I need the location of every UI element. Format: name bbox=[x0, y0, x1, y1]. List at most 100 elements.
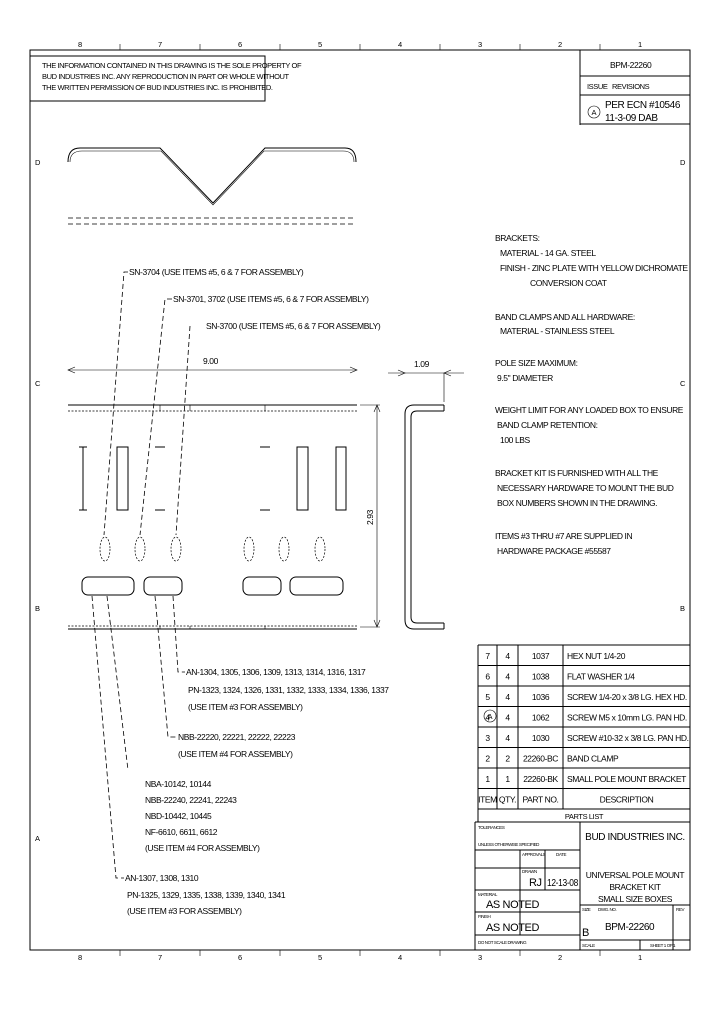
zone-col: 5 bbox=[318, 40, 322, 49]
height-dimension-value: 2.93 bbox=[365, 509, 375, 525]
callout-line: (USE ITEM #3 FOR ASSEMBLY) bbox=[188, 702, 303, 712]
note-line: BAND CLAMPS AND ALL HARDWARE: bbox=[495, 312, 635, 322]
note-line: NECESSARY HARDWARE TO MOUNT THE BUD bbox=[497, 483, 674, 493]
callout-sn3701: SN-3701, 3702 (USE ITEMS #5, 6 & 7 FOR A… bbox=[173, 294, 369, 304]
zone-col: 8 bbox=[78, 953, 82, 962]
issue-header: ISSUE bbox=[587, 82, 608, 91]
drawn-label: DRAWN bbox=[522, 869, 537, 874]
note-line: HARDWARE PACKAGE #55587 bbox=[497, 546, 611, 556]
note-line: FINISH - ZINC PLATE WITH YELLOW DICHROMA… bbox=[500, 263, 688, 273]
callout-line: NBA-10142, 10144 bbox=[145, 779, 212, 789]
zone-row: D bbox=[35, 158, 41, 167]
dwg-no-value: BPM-22260 bbox=[605, 922, 655, 933]
unless-label: UNLESS OTHERWISE SPECIFIED bbox=[478, 842, 540, 847]
parts-list-qty: 2 bbox=[505, 754, 510, 764]
dwg-no-label: DWG. NO. bbox=[598, 907, 616, 912]
finish-value: AS NOTED bbox=[486, 922, 539, 934]
bracket-edge-view bbox=[68, 217, 356, 225]
general-notes: BRACKETS: MATERIAL - 14 GA. STEEL FINISH… bbox=[495, 233, 689, 556]
drawing-frame bbox=[29, 44, 691, 956]
parts-list-desc: FLAT WASHER 1/4 bbox=[567, 672, 635, 682]
parts-list-part: 1030 bbox=[532, 733, 550, 743]
zone-row: A bbox=[35, 834, 40, 843]
revisions-header: REVISIONS bbox=[612, 82, 650, 91]
callout-line: (USE ITEM #3 FOR ASSEMBLY) bbox=[127, 906, 242, 916]
notice-line: BUD INDUSTRIES INC. ANY REPRODUCTION IN … bbox=[42, 72, 290, 81]
parts-list-desc: BAND CLAMP bbox=[567, 754, 619, 764]
drawing-title-line: BRACKET KIT bbox=[609, 882, 660, 892]
callout-line: (USE ITEM #4 FOR ASSEMBLY) bbox=[178, 749, 293, 759]
rev-label: REV bbox=[676, 907, 684, 912]
zone-col: 3 bbox=[478, 40, 482, 49]
callout-leaders bbox=[91, 271, 191, 879]
zone-row: C bbox=[680, 379, 686, 388]
note-line: POLE SIZE MAXIMUM: bbox=[495, 358, 578, 368]
note-line: 100 LBS bbox=[500, 435, 531, 445]
note-line: BRACKETS: bbox=[495, 233, 540, 243]
bracket-side-view bbox=[404, 404, 445, 630]
parts-list-qty: 4 bbox=[505, 713, 510, 723]
drawing-title-line: SMALL SIZE BOXES bbox=[598, 894, 673, 904]
parts-list-qty: 4 bbox=[505, 692, 510, 702]
parts-list-desc: SCREW M5 x 10mm LG. PAN HD. bbox=[567, 713, 687, 723]
zone-col: 7 bbox=[158, 953, 162, 962]
note-line: BRACKET KIT IS FURNISHED WITH ALL THE bbox=[495, 468, 659, 478]
zone-col: 6 bbox=[238, 40, 242, 49]
callout-line: PN-1323, 1324, 1326, 1331, 1332, 1333, 1… bbox=[188, 685, 389, 695]
proprietary-notice: THE INFORMATION CONTAINED IN THIS DRAWIN… bbox=[30, 55, 302, 102]
parts-list-part: 1037 bbox=[532, 651, 550, 661]
parts-list-qty: 1 bbox=[505, 774, 510, 784]
drawing-title-line: UNIVERSAL POLE MOUNT bbox=[586, 870, 685, 880]
callout-line: AN-1307, 1308, 1310 bbox=[125, 873, 199, 883]
drawn-by: RJ bbox=[529, 877, 542, 889]
zone-col: 6 bbox=[238, 953, 242, 962]
parts-list-part: 1036 bbox=[532, 692, 550, 702]
parts-list-desc: SMALL POLE MOUNT BRACKET bbox=[567, 774, 686, 784]
note-line: MATERIAL - 14 GA. STEEL bbox=[500, 248, 596, 258]
zone-col: 1 bbox=[638, 953, 642, 962]
note-line: CONVERSION COAT bbox=[530, 278, 607, 288]
parts-list-part: 22260-BK bbox=[523, 774, 558, 784]
note-line: BOX NUMBERS SHOWN IN THE DRAWING. bbox=[497, 498, 657, 508]
title-block: TOLERANCES UNLESS OTHERWISE SPECIFIED AP… bbox=[474, 821, 690, 950]
zone-col: 7 bbox=[158, 40, 162, 49]
callout-line: NBB-22240, 22241, 22243 bbox=[145, 795, 237, 805]
zone-col: 5 bbox=[318, 953, 322, 962]
zone-col: 4 bbox=[398, 953, 402, 962]
zone-col: 8 bbox=[78, 40, 82, 49]
bracket-front-view bbox=[68, 404, 357, 630]
revision-dwg-no: BPM-22260 bbox=[610, 60, 652, 70]
parts-list-qty: 4 bbox=[505, 672, 510, 682]
parts-list-item: 7 bbox=[485, 651, 490, 661]
zone-row: B bbox=[680, 604, 685, 613]
width-dimension-value: 9.00 bbox=[203, 356, 219, 366]
parts-list-part: 1062 bbox=[532, 713, 550, 723]
callout-line: NBB-22220, 22221, 22222, 22223 bbox=[178, 732, 296, 742]
height-dimension: 2.93 bbox=[360, 404, 381, 628]
revision-line: PER ECN #10546 bbox=[605, 100, 681, 111]
zone-col: 3 bbox=[478, 953, 482, 962]
revision-line: 11-3-09 DAB bbox=[605, 113, 658, 124]
revision-block: BPM-22260 ISSUE REVISIONS A PER ECN #105… bbox=[579, 50, 690, 125]
depth-dimension-value: 1.09 bbox=[414, 359, 430, 369]
parts-list-qty: 4 bbox=[505, 733, 510, 743]
tolerances-label: TOLERANCES bbox=[478, 825, 505, 830]
callout-line: NBD-10442, 10445 bbox=[145, 811, 212, 821]
date-label: DATE bbox=[556, 852, 566, 857]
sheet-label: SHEET 1 OF 1 bbox=[650, 943, 676, 948]
scale-label: SCALE bbox=[582, 943, 595, 948]
note-line: ITEMS #3 THRU #7 ARE SUPPLIED IN bbox=[495, 531, 633, 541]
zone-row: B bbox=[35, 604, 40, 613]
callout-line: (USE ITEM #4 FOR ASSEMBLY) bbox=[145, 843, 260, 853]
callout-line: PN-1325, 1329, 1335, 1338, 1339, 1340, 1… bbox=[127, 890, 286, 900]
parts-list-item: 2 bbox=[485, 754, 490, 764]
parts-list-item: 3 bbox=[485, 733, 490, 743]
note-line: MATERIAL - STAINLESS STEEL bbox=[500, 326, 615, 336]
